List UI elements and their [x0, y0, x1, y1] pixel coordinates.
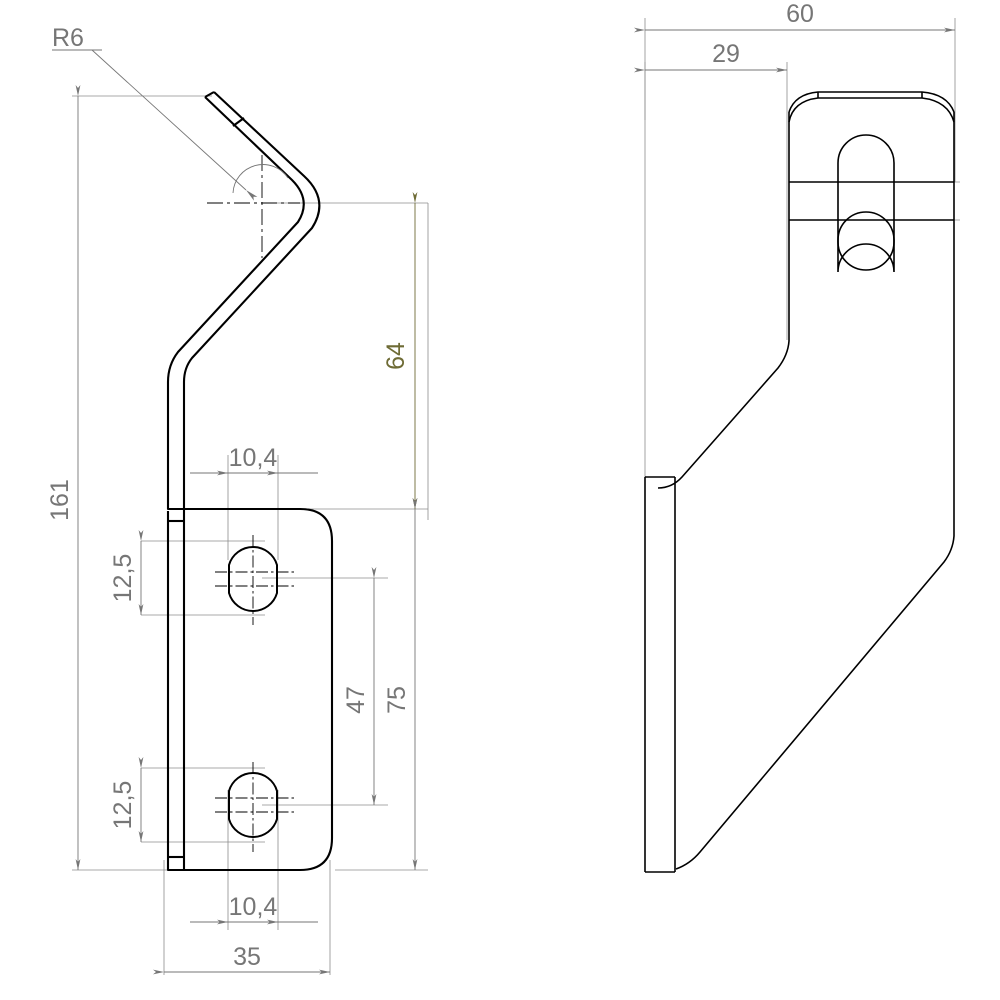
dim-10-4-lower: 10,4	[190, 893, 318, 925]
dim-r6: R6	[52, 24, 289, 201]
side-view-group: 60 29	[634, 0, 960, 873]
dim-r6-label: R6	[52, 24, 84, 52]
dim-60: 60	[634, 0, 955, 33]
front-view-group: R6 161 64 75 47 12,5 12,5	[46, 24, 429, 975]
dim-12-5-lower: 12,5	[109, 757, 144, 842]
dim-161: 161	[46, 85, 81, 870]
dim-29: 29	[634, 40, 787, 73]
dim-47-label: 47	[342, 686, 370, 714]
slot-centre-lines	[215, 535, 295, 852]
dim-47: 47	[342, 567, 377, 805]
dim-10-4-upper-label: 10,4	[229, 444, 278, 472]
mounting-slots	[228, 546, 278, 838]
dim-29-label: 29	[712, 40, 740, 68]
dim-35: 35	[153, 943, 330, 975]
bracket-profile-outline	[166, 91, 334, 872]
dim-12-5-lower-label: 12,5	[109, 781, 137, 830]
side-slot-outline	[837, 134, 895, 271]
dim-75-label: 75	[383, 686, 411, 714]
dim-10-4-upper: 10,4	[190, 444, 318, 476]
dim-35-label: 35	[233, 943, 261, 971]
front-view-centre-lines	[207, 155, 300, 258]
slot-upper	[228, 546, 278, 612]
slot-lower	[228, 772, 278, 838]
dim-60-label: 60	[786, 0, 814, 28]
dim-12-5-upper-label: 12,5	[109, 554, 137, 603]
dim-12-5-upper: 12,5	[109, 530, 144, 615]
dim-10-4-lower-label: 10,4	[229, 893, 278, 921]
dim-161-label: 161	[46, 479, 74, 521]
side-profile-outline	[644, 91, 955, 873]
dim-64: 64	[382, 192, 418, 509]
dim-75: 75	[383, 498, 418, 870]
dim-64-label: 64	[382, 342, 410, 370]
